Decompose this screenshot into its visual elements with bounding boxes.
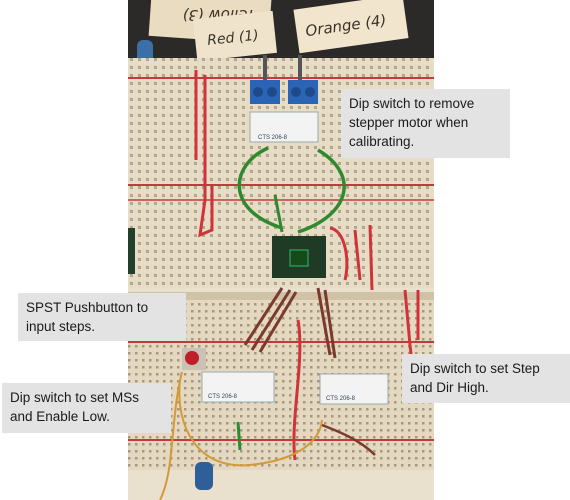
- orange-wire: [159, 371, 323, 500]
- red-wire-right: [329, 224, 374, 291]
- paper-note-right: Orange (4): [293, 0, 409, 54]
- green-wire-left: [237, 146, 283, 230]
- dip-switch-top: CTS 206-8: [249, 111, 319, 143]
- dip-right-text: CTS 206-8: [326, 396, 356, 402]
- dip-switch-left: CTS 206-8: [201, 371, 275, 403]
- red-wire-bottom: [292, 319, 302, 461]
- note-mid-text: Red (1): [207, 28, 260, 49]
- green-wire-right: [297, 148, 346, 234]
- dip-switch-right: CTS 206-8: [319, 373, 389, 405]
- callout-dip-remove: Dip switch to remove stepper motor when …: [341, 89, 510, 158]
- stepper-driver-board: [272, 236, 326, 278]
- side-component: [128, 228, 135, 274]
- brown-wires-left: [243, 287, 298, 353]
- callout-dip-step-dir: Dip switch to set Step and Dir High.: [402, 354, 570, 403]
- callout-dip-ms-enable: Dip switch to set MSs and Enable Low.: [2, 383, 171, 433]
- callout-spst-pushbutton: SPST Pushbutton to input steps.: [18, 293, 186, 341]
- dip-left-text: CTS 206-8: [208, 394, 238, 400]
- capacitor-bottom: [195, 462, 213, 490]
- pushbutton: [182, 348, 206, 370]
- red-wire-left: [194, 70, 214, 238]
- dip-top-text: CTS 206-8: [258, 135, 288, 141]
- paper-note-mid: Red (1): [193, 10, 277, 62]
- brown-wires-right: [316, 287, 337, 359]
